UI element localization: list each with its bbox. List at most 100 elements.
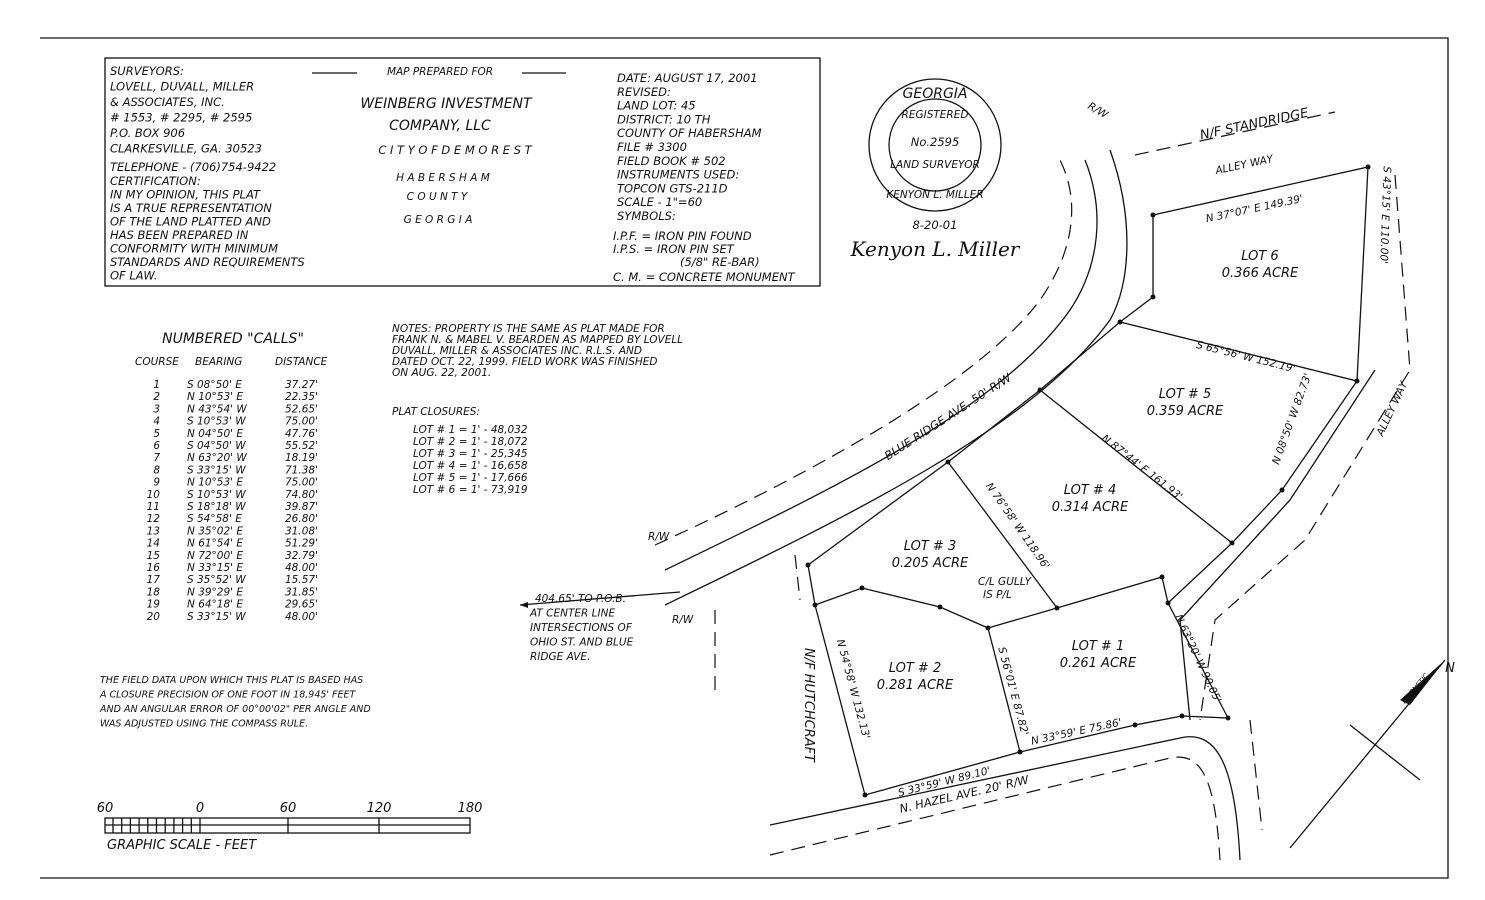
north-label: N xyxy=(1445,661,1455,676)
call-course: 18 xyxy=(147,586,161,598)
blue-ridge-north-rw xyxy=(654,159,1073,546)
scale-tick: 0 xyxy=(196,801,204,816)
info-line: SCALE - 1"=60 xyxy=(617,195,702,209)
call-bearing: S 08°50' E xyxy=(187,379,242,391)
call-bearing: N 04°50' E xyxy=(187,428,243,440)
call-course: 12 xyxy=(147,513,161,525)
alley-way-label: ALLEY WAY xyxy=(1374,378,1411,439)
field-data-line: AND AN ANGULAR ERROR OF 00°00'02" PER AN… xyxy=(99,704,371,715)
calls-header: DISTANCE xyxy=(275,356,328,368)
boundary-bearing-distance: N 63°20' W 90.05' xyxy=(1172,613,1223,705)
call-bearing: S 54°58' E xyxy=(187,513,242,525)
magnetic-label: MAGNETIC xyxy=(1400,672,1430,706)
call-course: 13 xyxy=(147,525,160,537)
scale-tick: 60 xyxy=(97,801,114,816)
call-bearing: S 10°53' W xyxy=(187,416,246,428)
arrow-head-icon xyxy=(520,602,528,608)
call-course: 8 xyxy=(153,464,160,476)
signature: Kenyon L. Miller xyxy=(850,237,1021,261)
client-name: WEINBERG INVESTMENT xyxy=(360,96,533,112)
boundary-bearing-distance: S 43°15' E 110.00' xyxy=(1377,166,1392,264)
closure-row: LOT # 4 = 1' - 16,658 xyxy=(413,460,528,472)
county-label: C O U N T Y xyxy=(407,191,469,203)
call-course: 11 xyxy=(147,501,160,513)
surveyor-info-line: LOVELL, DUVALL, MILLER xyxy=(110,80,254,94)
call-course: 17 xyxy=(147,574,161,586)
seal-registered: REGISTERED xyxy=(902,109,969,121)
closure-row: LOT # 1 = 1' - 48,032 xyxy=(413,424,528,436)
certification-line: OF LAW. xyxy=(110,269,157,283)
call-bearing: S 04°50' W xyxy=(187,440,246,452)
info-line: REVISED: xyxy=(617,85,671,99)
notes-line: NOTES: PROPERTY IS THE SAME AS PLAT MADE… xyxy=(392,323,665,335)
call-course: 9 xyxy=(153,477,160,489)
calls-header: BEARING xyxy=(195,356,242,368)
hazel-ave-edge xyxy=(769,736,1241,861)
call-bearing: S 35°52' W xyxy=(187,574,246,586)
call-course: 1 xyxy=(153,379,160,391)
notes-line: DATED OCT. 22, 1999. FIELD WORK WAS FINI… xyxy=(392,356,657,368)
pob-line: INTERSECTIONS OF xyxy=(530,622,633,634)
boundary-bearing-distance: N 76°58' W 118.96' xyxy=(983,481,1052,572)
city-label: C I T Y O F D E M O R E S T xyxy=(378,143,532,157)
call-bearing: S 10°53' W xyxy=(187,489,246,501)
call-bearing: N 63°20' W xyxy=(187,452,247,464)
gully-label: IS P/L xyxy=(983,589,1012,601)
notes-line: DUVALL, MILLER & ASSOCIATES INC. R.L.S. … xyxy=(392,345,642,357)
call-distance: 48.00' xyxy=(285,611,318,623)
hazel-ave-rw xyxy=(769,756,1221,861)
surveyor-info-line: TELEPHONE - (706)754-9422 xyxy=(110,160,276,174)
call-bearing: N 10°53' E xyxy=(187,477,243,489)
seal-title: LAND SURVEYOR xyxy=(890,159,980,171)
call-course: 4 xyxy=(153,416,160,428)
title-block: SURVEYORS:LOVELL, DUVALL, MILLER& ASSOCI… xyxy=(110,64,796,284)
call-bearing: S 33°15' W xyxy=(187,464,246,476)
call-distance: 22.35' xyxy=(285,391,318,403)
certification-line: STANDARDS AND REQUIREMENTS xyxy=(110,255,305,269)
lot-area: 0.281 ACRE xyxy=(877,678,954,693)
alley-way-label: ALLEY WAY xyxy=(1213,153,1275,177)
call-distance: 55.52' xyxy=(285,440,318,452)
title-block-box xyxy=(104,57,821,287)
pob-line: OHIO ST. AND BLUE xyxy=(530,637,634,649)
field-data-line: A CLOSURE PRECISION OF ONE FOOT IN 18,94… xyxy=(99,690,357,701)
calls-header: COURSE xyxy=(135,356,179,368)
notes-line: FRANK N. & MABEL V. BEARDEN AS MAPPED BY… xyxy=(392,334,683,346)
lot-boundaries xyxy=(807,166,1369,796)
pob-line: 404.65' TO P.O.B. xyxy=(535,593,626,605)
scale-tick: 180 xyxy=(458,801,483,816)
surveyor-info-line: SURVEYORS: xyxy=(110,64,184,78)
call-distance: 15.57' xyxy=(285,574,318,586)
certification-line: IS A TRUE REPRESENTATION xyxy=(110,201,272,215)
call-course: 6 xyxy=(153,440,160,452)
info-line: DISTRICT: 10 TH xyxy=(617,112,711,126)
certification-line: IN MY OPINION, THIS PLAT xyxy=(110,188,261,202)
hutchcraft-line xyxy=(714,554,801,690)
rw-label: R/W xyxy=(1086,100,1111,121)
call-course: 14 xyxy=(147,538,160,550)
lot-area: 0.205 ACRE xyxy=(892,556,969,571)
call-distance: 31.08' xyxy=(285,525,318,537)
call-distance: 29.65' xyxy=(285,599,318,611)
seal-number: No.2595 xyxy=(911,135,960,149)
pob-line: RIDGE AVE. xyxy=(530,651,590,663)
lot-name: LOT # 2 xyxy=(889,661,941,676)
field-data-line: WAS ADJUSTED USING THE COMPASS RULE. xyxy=(100,719,308,730)
certification-line: HAS BEEN PREPARED IN xyxy=(110,228,249,242)
call-distance: 51.29' xyxy=(285,538,318,550)
lot-name: LOT 6 xyxy=(1241,249,1278,264)
lot-area: 0.261 ACRE xyxy=(1060,656,1137,671)
certification-line: OF THE LAND PLATTED AND xyxy=(110,215,271,229)
call-bearing: S 33°15' W xyxy=(187,611,246,623)
call-distance: 75.00' xyxy=(285,416,318,428)
info-line: FIELD BOOK # 502 xyxy=(617,154,726,168)
lot-area: 0.359 ACRE xyxy=(1147,404,1224,419)
info-line: DATE: AUGUST 17, 2001 xyxy=(617,71,758,85)
blue-ridge-edge xyxy=(664,159,1098,571)
call-distance: 39.87' xyxy=(285,501,318,513)
call-bearing: N 43°54' W xyxy=(187,403,247,415)
certification-line: CONFORMITY WITH MINIMUM xyxy=(110,242,278,256)
call-distance: 75.00' xyxy=(285,477,318,489)
seal-name: KENYON L. MILLER xyxy=(886,189,983,201)
